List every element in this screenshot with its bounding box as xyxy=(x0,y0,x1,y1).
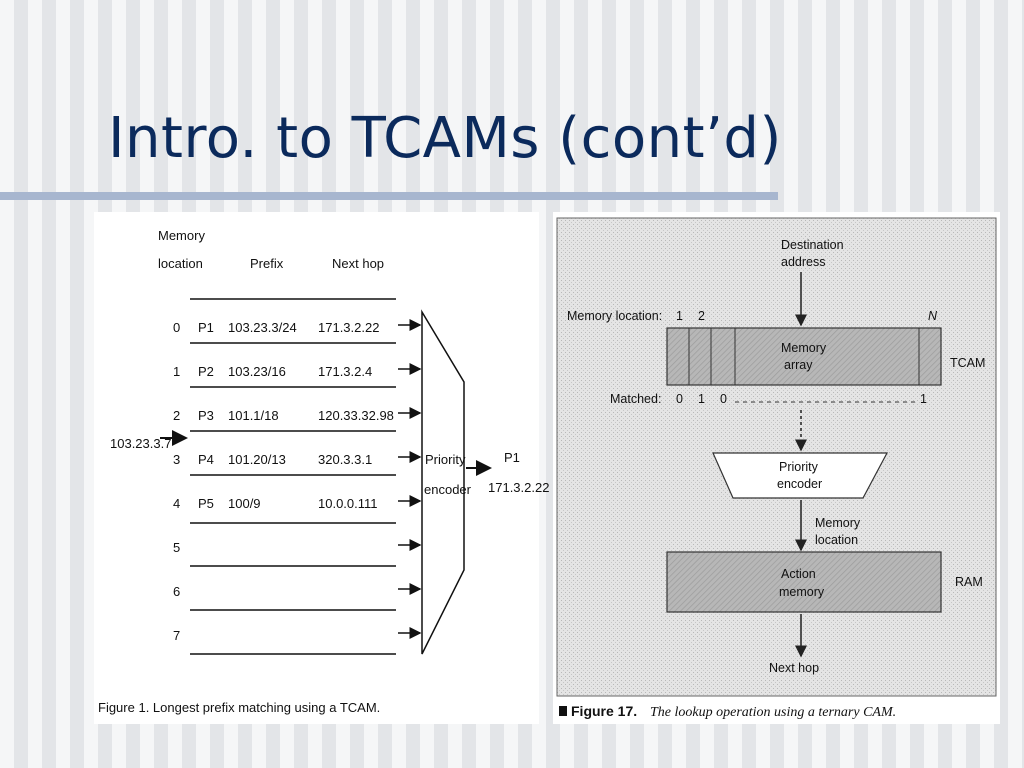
caption-bullet xyxy=(559,706,567,716)
header-next-hop: Next hop xyxy=(332,256,384,271)
row-prefix: 101.1/18 xyxy=(228,408,279,423)
row-prefix-name: P4 xyxy=(198,452,214,467)
row-location: 1 xyxy=(173,364,180,379)
priority-encoder-label-line1: Priority xyxy=(425,452,466,467)
memory-location-2: 2 xyxy=(698,309,705,323)
row-next-hop: 120.33.32.98 xyxy=(318,408,394,423)
row-location: 0 xyxy=(173,320,180,335)
memory-array-label-line2: array xyxy=(784,358,813,372)
row-location: 3 xyxy=(173,452,180,467)
figure-caption: Figure 1. Longest prefix matching using … xyxy=(98,700,380,715)
row-next-hop: 320.3.3.1 xyxy=(318,452,372,467)
memory-location-label: Memory location: xyxy=(567,309,662,323)
table-row: 3 P4 101.20/13 320.3.3.1 xyxy=(173,451,422,476)
action-memory-label-line2: memory xyxy=(779,585,825,599)
table-row: 7 xyxy=(173,627,422,655)
memory-array-label-line1: Memory xyxy=(781,341,827,355)
priority-encoder-shape xyxy=(712,452,888,499)
matched-label: Matched: xyxy=(610,392,661,406)
row-location: 5 xyxy=(173,540,180,555)
priority-encoder-label-line1: Priority xyxy=(779,460,819,474)
memory-location-output-line1: Memory xyxy=(815,516,861,530)
ram-label: RAM xyxy=(955,575,983,589)
row-prefix-name: P1 xyxy=(198,320,214,335)
row-next-hop: 171.3.2.22 xyxy=(318,320,379,335)
table-row: 5 xyxy=(173,539,422,567)
output-prefix-name: P1 xyxy=(504,450,520,465)
table-row: 0 P1 103.23.3/24 171.3.2.22 xyxy=(173,319,422,344)
memory-array-box xyxy=(666,327,942,386)
priority-encoder-label-line2: encoder xyxy=(777,477,822,491)
action-memory-label-line1: Action xyxy=(781,567,816,581)
table-row: 6 xyxy=(173,583,422,611)
table-row: 1 P2 103.23/16 171.3.2.4 xyxy=(173,363,422,388)
figure-caption-text: The lookup operation using a ternary CAM… xyxy=(650,705,896,720)
action-memory-box xyxy=(666,551,942,613)
header-memory-location-line2: location xyxy=(158,256,203,271)
memory-location-output-line2: location xyxy=(815,533,858,547)
matched-bit-0: 0 xyxy=(676,392,683,406)
input-address: 103.23.3.7 xyxy=(110,436,171,451)
figure-caption-number: Figure 17. xyxy=(571,703,637,719)
row-prefix-name: P2 xyxy=(198,364,214,379)
row-prefix: 103.23/16 xyxy=(228,364,286,379)
table-row: 4 P5 100/9 10.0.0.111 xyxy=(173,495,422,524)
tcam-label: TCAM xyxy=(950,356,985,370)
row-prefix-name: P5 xyxy=(198,496,214,511)
priority-encoder-label-line2: encoder xyxy=(424,482,472,497)
destination-address-line1: Destination xyxy=(781,238,844,252)
destination-address-line2: address xyxy=(781,255,825,269)
row-prefix: 100/9 xyxy=(228,496,261,511)
memory-location-1: 1 xyxy=(676,309,683,323)
row-location: 7 xyxy=(173,628,180,643)
figure-right-svg: Destination address Memory location: 1 2… xyxy=(556,217,997,720)
row-prefix: 103.23.3/24 xyxy=(228,320,297,335)
priority-encoder-shape xyxy=(421,309,465,655)
memory-location-n: N xyxy=(928,309,938,323)
figure-tcam-lookup-operation: Destination address Memory location: 1 2… xyxy=(553,212,1000,724)
row-location: 4 xyxy=(173,496,180,511)
row-next-hop: 10.0.0.111 xyxy=(318,496,378,511)
output-next-hop: 171.3.2.22 xyxy=(488,480,549,495)
matched-bit-2: 0 xyxy=(720,392,727,406)
next-hop-label: Next hop xyxy=(769,661,819,675)
row-next-hop: 171.3.2.4 xyxy=(318,364,372,379)
matched-bit-last: 1 xyxy=(920,392,927,406)
header-memory-location-line1: Memory xyxy=(158,228,205,243)
row-prefix: 101.20/13 xyxy=(228,452,286,467)
figure-left-svg: Memory location Prefix Next hop 0 P1 103… xyxy=(98,228,549,715)
figure-longest-prefix-matching: Memory location Prefix Next hop 0 P1 103… xyxy=(94,212,549,724)
row-location: 6 xyxy=(173,584,180,599)
matched-bit-1: 1 xyxy=(698,392,705,406)
slide-title: Intro. to TCAMs (cont’d) xyxy=(108,106,782,171)
header-prefix: Prefix xyxy=(250,256,284,271)
row-prefix-name: P3 xyxy=(198,408,214,423)
table-row: 2 P3 101.1/18 120.33.32.98 xyxy=(173,407,422,432)
row-location: 2 xyxy=(173,408,180,423)
title-divider xyxy=(0,192,778,200)
